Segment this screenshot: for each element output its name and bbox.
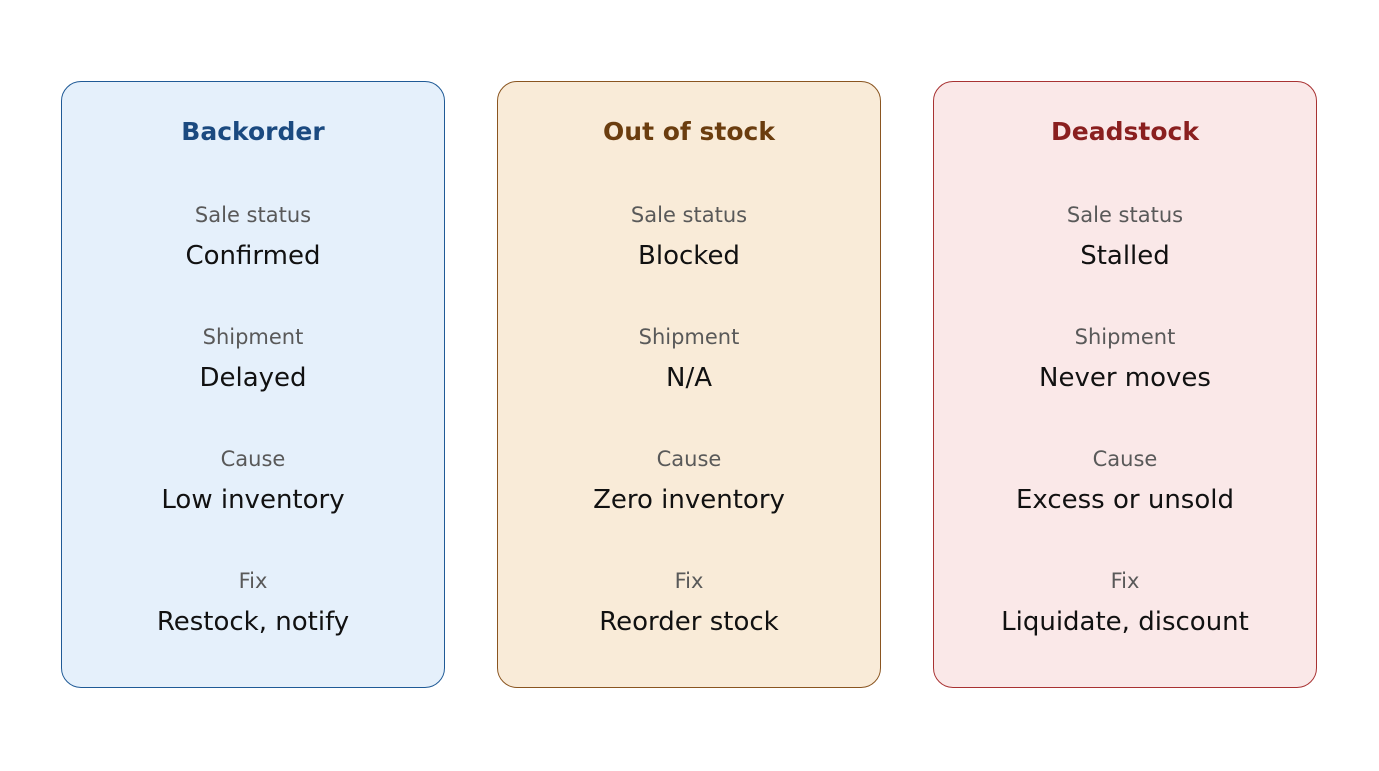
field-shipment: Shipment Delayed (62, 323, 444, 395)
field-label: Cause (1092, 447, 1158, 471)
field-cause: Cause Excess or unsold (934, 445, 1316, 517)
card-title: Deadstock (1051, 117, 1199, 146)
field-label: Shipment (1074, 325, 1176, 349)
card-deadstock: Deadstock Sale status Stalled Shipment N… (933, 81, 1317, 688)
field-value: Never moves (1039, 363, 1211, 393)
card-title: Backorder (181, 117, 325, 146)
field-label: Shipment (202, 325, 304, 349)
field-label: Sale status (1066, 203, 1184, 227)
field-value: Blocked (638, 241, 740, 271)
field-value: Reorder stock (599, 607, 779, 637)
field-value: Confirmed (185, 241, 321, 271)
field-label: Fix (1110, 569, 1140, 593)
field-label: Cause (220, 447, 286, 471)
field-value: Zero inventory (593, 485, 785, 515)
card-out-of-stock: Out of stock Sale status Blocked Shipmen… (497, 81, 881, 688)
field-sale-status: Sale status Confirmed (62, 201, 444, 273)
field-fix: Fix Restock, notify (62, 567, 444, 639)
field-value: Low inventory (161, 485, 345, 515)
field-label: Sale status (194, 203, 312, 227)
field-value: N/A (666, 363, 712, 393)
field-fix: Fix Reorder stock (498, 567, 880, 639)
card-backorder: Backorder Sale status Confirmed Shipment… (61, 81, 445, 688)
field-label: Cause (656, 447, 722, 471)
field-value: Excess or unsold (1015, 485, 1234, 515)
field-label: Fix (674, 569, 704, 593)
field-value: Liquidate, discount (1001, 607, 1249, 637)
field-fix: Fix Liquidate, discount (934, 567, 1316, 639)
field-label: Sale status (630, 203, 748, 227)
field-shipment: Shipment N/A (498, 323, 880, 395)
field-sale-status: Sale status Stalled (934, 201, 1316, 273)
field-label: Fix (238, 569, 268, 593)
field-value: Stalled (1080, 241, 1170, 271)
field-value: Restock, notify (156, 607, 350, 637)
card-title: Out of stock (603, 117, 775, 146)
field-value: Delayed (199, 363, 307, 393)
field-cause: Cause Low inventory (62, 445, 444, 517)
field-sale-status: Sale status Blocked (498, 201, 880, 273)
field-label: Shipment (638, 325, 740, 349)
field-cause: Cause Zero inventory (498, 445, 880, 517)
field-shipment: Shipment Never moves (934, 323, 1316, 395)
